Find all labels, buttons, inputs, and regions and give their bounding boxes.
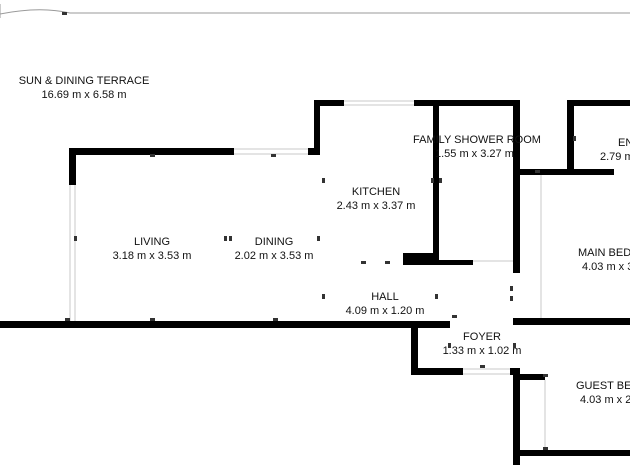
kitchen-north-wall-left xyxy=(314,100,344,106)
room-label-terrace: SUN & DINING TERRACE 16.69 m x 6.58 m xyxy=(16,74,152,102)
guest-bed-south-wall xyxy=(513,450,630,456)
room-dimensions: 2.79 m xyxy=(600,151,630,163)
main-bed-south-wall xyxy=(513,318,630,325)
room-name: HALL xyxy=(371,291,399,303)
room-dimensions: 4.03 m x 2 xyxy=(580,394,630,406)
room-label-kitchen: KITCHEN 2.43 m x 3.37 m xyxy=(326,185,426,213)
room-dimensions: 1.55 m x 3.27 m xyxy=(435,148,514,160)
room-label-main-bed: MAIN BED 4.03 m x 3 xyxy=(578,246,630,274)
guest-bed-west-wall xyxy=(513,368,520,465)
foyer-south-wall xyxy=(411,368,463,375)
room-name: GUEST BED xyxy=(576,380,630,392)
room-name: LIVING xyxy=(133,236,171,248)
room-name: MAIN BED xyxy=(578,247,630,259)
room-label-living: LIVING 3.18 m x 3.53 m xyxy=(102,235,202,263)
terrace-outline xyxy=(0,9,630,15)
bedroom-corridor-wall xyxy=(520,169,614,175)
room-name: KITCHEN xyxy=(351,186,401,198)
room-label-hall: HALL 4.09 m x 1.20 m xyxy=(335,290,435,318)
tick-marks xyxy=(62,12,576,450)
room-label-foyer: FOYER 1.33 m x 1.02 m xyxy=(437,330,527,358)
room-name: FAMILY SHOWER ROOM xyxy=(413,134,541,146)
guest-bed-north-wall xyxy=(513,374,545,380)
south-wall xyxy=(0,321,450,328)
room-label-dining: DINING 2.02 m x 3.53 m xyxy=(224,235,324,263)
kitchen-west-wall xyxy=(314,100,320,155)
kitchen-north-wall-right xyxy=(414,100,520,106)
room-dimensions: 3.18 m x 3.53 m xyxy=(112,250,192,262)
living-west-wall-top xyxy=(69,148,76,185)
room-dimensions: 2.02 m x 3.53 m xyxy=(234,250,314,262)
shower-east-wall xyxy=(513,100,520,273)
room-dimensions: 4.03 m x 3 xyxy=(582,261,630,273)
living-north-wall xyxy=(69,148,234,155)
room-dimensions: 1.33 m x 1.02 m xyxy=(442,345,522,357)
room-label-guest-bed: GUEST BED 4.03 m x 2 xyxy=(576,379,630,407)
ensuite-north-wall xyxy=(567,100,630,106)
foyer-west-wall xyxy=(411,321,418,374)
room-dimensions: 16.69 m x 6.58 m xyxy=(41,89,127,101)
room-dimensions: 4.09 m x 1.20 m xyxy=(345,305,425,317)
room-name: EN xyxy=(618,137,630,149)
room-name: FOYER xyxy=(463,331,501,343)
room-label-shower: FAMILY SHOWER ROOM 1.55 m x 3.27 m xyxy=(413,133,541,161)
room-label-ensuite: EN 2.79 m xyxy=(600,136,630,164)
room-name: DINING xyxy=(254,236,294,248)
room-dimensions: 2.43 m x 3.37 m xyxy=(336,200,416,212)
ensuite-west-wall xyxy=(567,100,574,172)
shower-west-wall xyxy=(433,100,439,265)
shower-south-wall xyxy=(439,260,473,265)
room-name: SUN & DINING TERRACE xyxy=(18,75,150,87)
kitchen-stub-wall xyxy=(403,253,439,265)
